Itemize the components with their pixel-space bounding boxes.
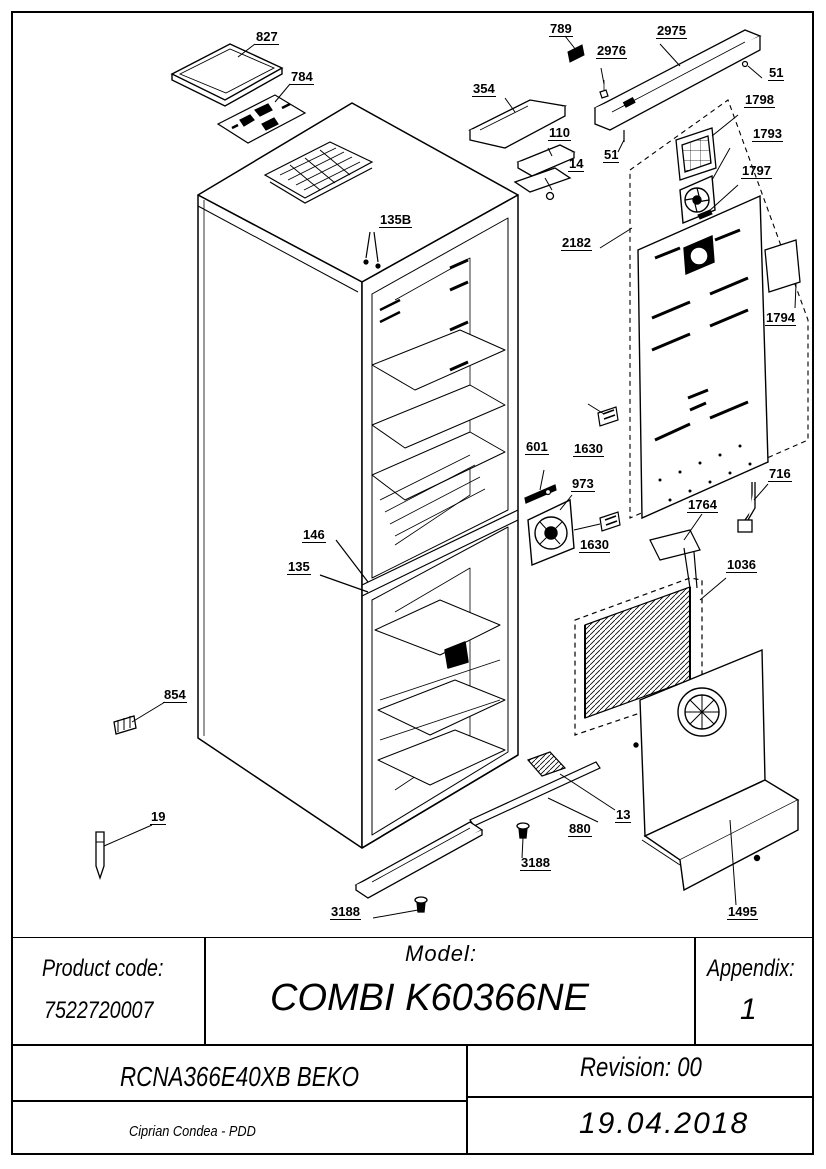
callout-854: 854 (163, 687, 187, 703)
insulation-1764-part (649, 529, 701, 561)
callout-1764: 1764 (687, 497, 718, 513)
callout-827: 827 (255, 29, 279, 45)
evaporator-cover-2182-part (637, 194, 769, 520)
cable-716-part (737, 482, 756, 533)
title-block-grid (12, 937, 813, 1154)
leader-lines (103, 35, 797, 919)
model-label: Model: (405, 941, 478, 966)
callout-51-mid: 51 (603, 147, 620, 163)
part-854 (113, 715, 137, 735)
part-601 (524, 484, 557, 504)
callout-135: 135 (287, 559, 311, 575)
condenser-fan-973-part (527, 498, 575, 567)
machine-cover-1495-part (633, 648, 800, 892)
callout-973: 973 (571, 476, 595, 492)
callout-2975: 2975 (656, 23, 687, 39)
part-1794 (764, 239, 801, 293)
screw-135b-part (363, 231, 381, 269)
callout-1798: 1798 (744, 92, 775, 108)
hinge-14-part (513, 167, 572, 201)
title-block: Product code: 7522720007 Model: COMBI K6… (12, 937, 813, 1154)
callout-3188-lower: 3188 (330, 904, 361, 920)
appendix-label: Appendix: (707, 955, 795, 982)
drawing-border (11, 11, 814, 1155)
callout-1793: 1793 (752, 126, 783, 142)
cabinet-body (197, 102, 519, 849)
callout-1797: 1797 (741, 163, 772, 179)
drip-tray-13-part (526, 751, 567, 777)
part-1797 (697, 209, 713, 220)
part-1630-lower (599, 511, 621, 532)
condenser-1036-part (574, 547, 703, 736)
callout-601: 601 (525, 439, 549, 455)
fan-assembly-outline (629, 99, 809, 519)
part-2976 (599, 80, 609, 99)
callout-784: 784 (290, 69, 314, 85)
fan-motor-1793-part (679, 174, 716, 225)
callout-1794: 1794 (765, 310, 796, 326)
top-lid-part (170, 43, 284, 107)
callout-51-top: 51 (768, 65, 785, 81)
callout-1495: 1495 (727, 904, 758, 920)
foot-3188-part (414, 822, 530, 913)
callout-1630-lower: 1630 (579, 537, 610, 553)
part-789 (567, 44, 585, 63)
hinge-cover-354-part (468, 99, 567, 149)
base-rail-part (354, 821, 484, 899)
callout-354: 354 (472, 81, 496, 97)
door-handle-tool-19-part (95, 831, 105, 881)
callout-135b: 135B (379, 212, 413, 228)
part-1630-upper (597, 406, 619, 427)
callout-110: 110 (548, 125, 571, 141)
appendix-value: 1 (740, 993, 757, 1026)
callout-2182: 2182 (561, 235, 592, 251)
top-rail-2975-part (593, 29, 762, 131)
date: 19.04.2018 (579, 1107, 750, 1140)
revision: Revision: 00 (580, 1052, 702, 1082)
callout-716: 716 (768, 466, 792, 482)
callout-1630-upper: 1630 (573, 441, 604, 457)
callout-880: 880 (568, 821, 592, 837)
callout-19: 19 (150, 809, 167, 825)
callout-789: 789 (549, 21, 573, 37)
callout-13: 13 (615, 807, 632, 823)
product-code-label: Product code: (42, 955, 164, 982)
author: Ciprian Condea - PDD (129, 1123, 256, 1140)
model-value: COMBI K60366NE (270, 977, 589, 1019)
fan-gasket-1798-part (675, 127, 717, 181)
callout-146: 146 (302, 527, 326, 543)
callout-14: 14 (568, 156, 585, 172)
callout-2976: 2976 (596, 43, 627, 59)
callout-3188-upper: 3188 (520, 855, 551, 871)
callout-1036: 1036 (726, 557, 757, 573)
product-code-value: 7522720007 (44, 997, 154, 1024)
hinge-146-part (319, 539, 369, 593)
top-basket-part (263, 141, 374, 204)
control-board-part (216, 94, 307, 144)
product-name: RCNA366E40XB BEKO (120, 1061, 360, 1092)
